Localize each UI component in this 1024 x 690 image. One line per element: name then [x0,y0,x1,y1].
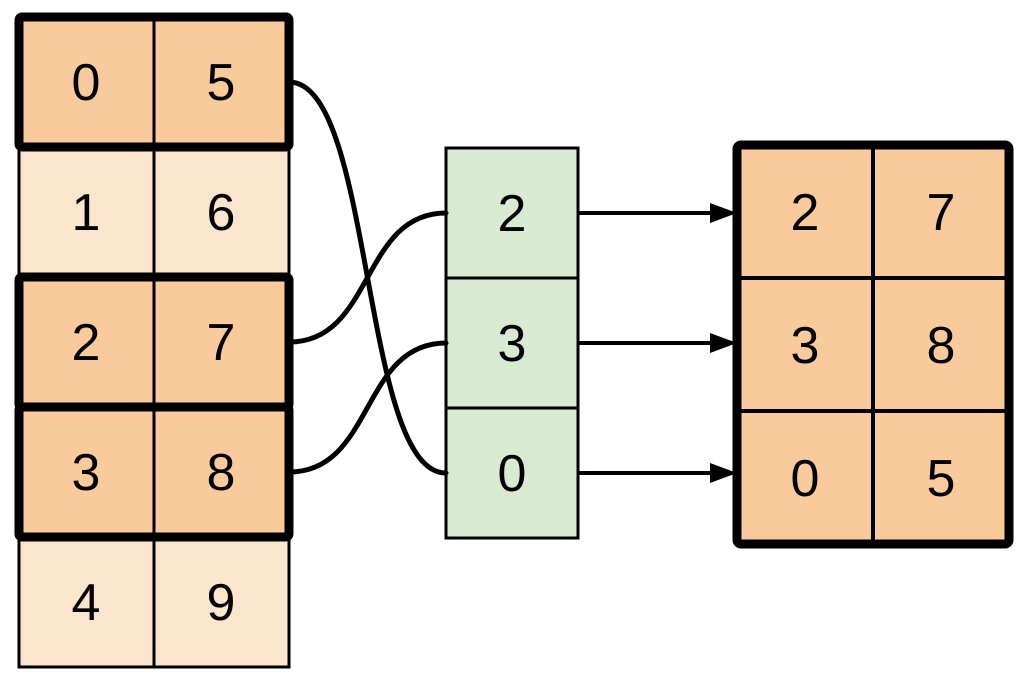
source-cell-4-1-value: 9 [207,574,236,632]
index-cell-2-value: 0 [498,445,527,503]
arrowhead-index-0 [710,203,737,223]
curve-source-row-3-to-index-1 [286,340,449,475]
arrowhead-index-2 [710,463,737,483]
source-cell-2-1-value: 7 [207,314,236,372]
source-cell-1-1-value: 6 [207,184,236,242]
index-cell-0-value: 2 [498,185,527,243]
curve-source-row-2-to-index-0 [286,210,449,345]
index-cell-1-value: 3 [498,315,527,373]
source-cell-0-1-value: 5 [207,54,236,112]
output-cell-0-1-value: 7 [927,184,956,242]
output-cell-2-0-value: 0 [791,450,820,508]
source-cell-0-0-value: 0 [72,54,101,112]
output-cell-1-1-value: 8 [927,317,956,375]
index-cell-0-box [444,146,580,280]
source-cell-1-0-value: 1 [72,184,101,242]
source-cell-3-0-value: 3 [72,444,101,502]
output-cell-1-0-value: 3 [791,317,820,375]
arrowhead-index-1 [710,333,737,353]
source-cell-2-0-value: 2 [72,314,101,372]
source-cell-3-1-value: 8 [207,444,236,502]
output-cell-2-1-value: 5 [927,450,956,508]
output-cell-0-0-value: 2 [791,184,820,242]
source-cell-4-0-value: 4 [72,574,101,632]
